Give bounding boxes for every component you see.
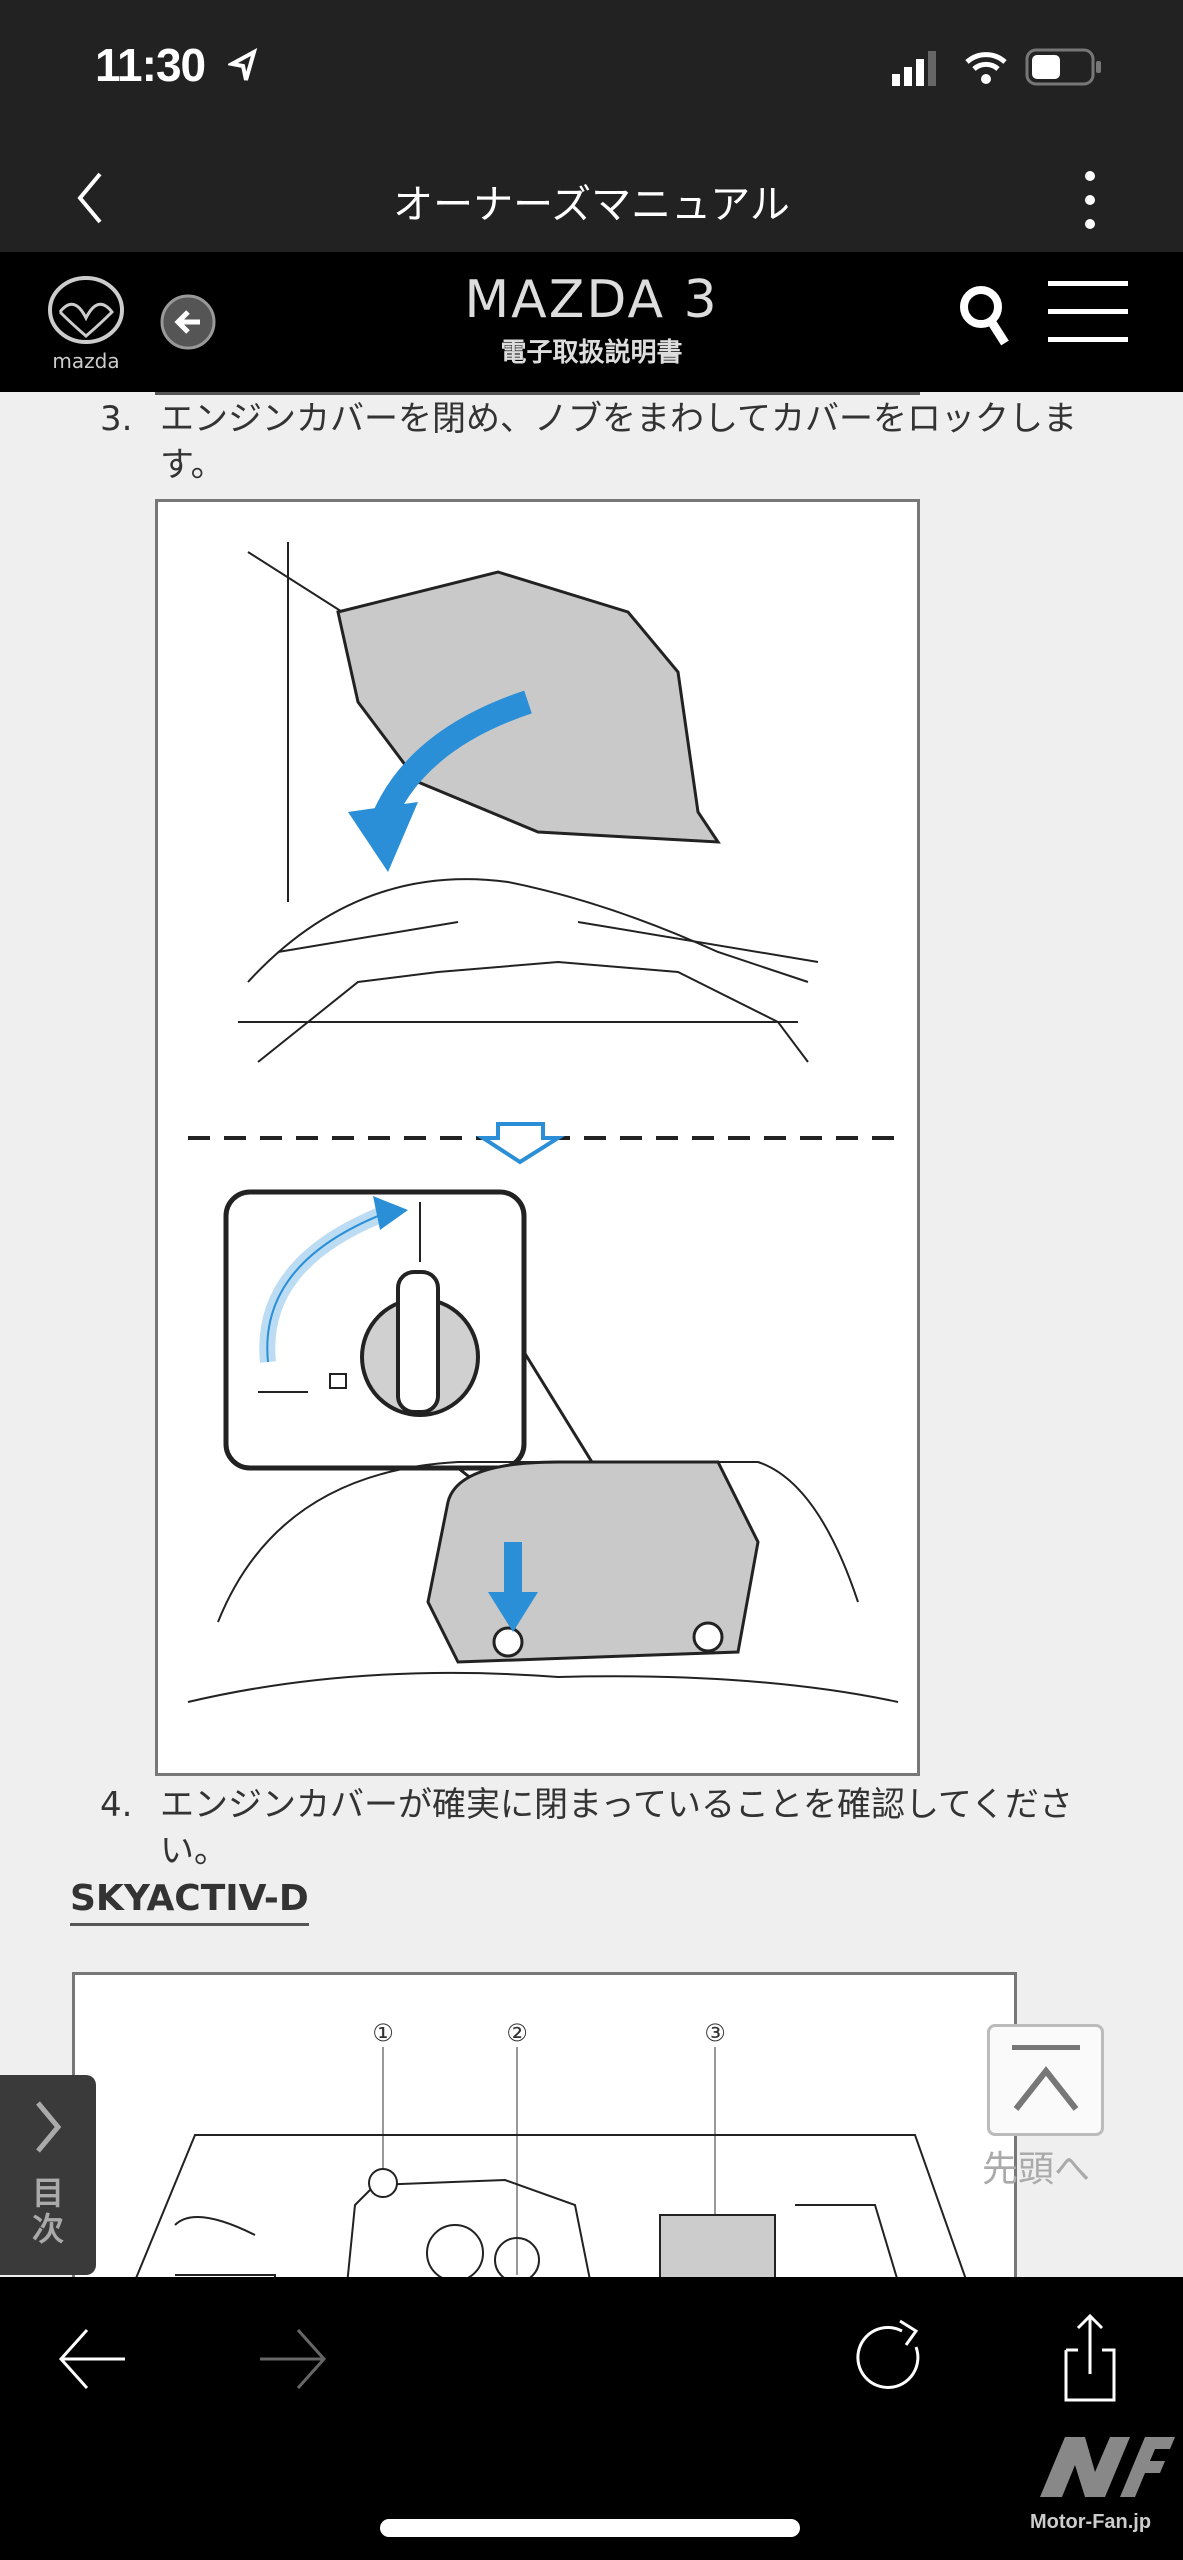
app-bar: オーナーズマニュアル — [0, 150, 1183, 252]
home-indicator — [380, 2519, 800, 2537]
callout-3: ③ — [704, 2019, 726, 2047]
section-heading: SKYACTIV-D — [70, 1878, 309, 1926]
step-number: 4. — [100, 1785, 133, 1825]
browser-toolbar: Motor-Fan.jp — [0, 2277, 1183, 2560]
table-of-contents-tab[interactable]: 目次 — [0, 2075, 96, 2275]
forward-arrow-icon[interactable] — [255, 2322, 330, 2397]
chevron-right-icon — [36, 2101, 62, 2153]
status-time: 11:30 — [95, 39, 206, 91]
back-circle-icon[interactable] — [158, 292, 218, 352]
cellular-signal-icon — [892, 51, 936, 86]
callout-1: ① — [372, 2019, 394, 2047]
manual-subtitle: 電子取扱説明書 — [500, 338, 683, 368]
step-3: 3. エンジンカバーを閉め、ノブをまわしてカバーをロックします。 — [100, 396, 1080, 488]
svg-text:mazda: mazda — [52, 349, 119, 372]
location-arrow-icon — [228, 48, 258, 81]
callout-2: ② — [506, 2019, 528, 2047]
battery-icon — [1025, 48, 1101, 86]
more-options-icon[interactable] — [1080, 162, 1100, 232]
hamburger-menu-icon[interactable] — [1045, 277, 1130, 347]
watermark: Motor-Fan.jp — [1030, 2417, 1180, 2547]
watermark-text: Motor-Fan.jp — [1030, 2511, 1152, 2533]
wifi-icon — [965, 52, 1007, 84]
back-chevron-icon[interactable] — [70, 168, 110, 228]
app-title: オーナーズマニュアル — [393, 182, 790, 228]
step-text: エンジンカバーが確実に閉まっていることを確認してください。 — [160, 1785, 1073, 1871]
back-arrow-icon[interactable] — [55, 2322, 130, 2397]
reload-icon[interactable] — [850, 2317, 930, 2402]
mazda-logo: mazda — [48, 276, 124, 372]
step-text: エンジンカバーを閉め、ノブをまわしてカバーをロックします。 — [160, 399, 1077, 485]
manual-header: mazda MAZDA 3 電子取扱説明書 — [0, 252, 1183, 392]
scroll-to-top-label: 先頭へ — [982, 2149, 1091, 2190]
model-name: MAZDA 3 — [464, 270, 719, 330]
step-4: 4. エンジンカバーが確実に閉まっていることを確認してください。 — [100, 1782, 1080, 1874]
share-icon[interactable] — [1060, 2312, 1120, 2402]
search-icon[interactable] — [955, 277, 1015, 357]
arrow-to-top-icon — [1012, 2045, 1080, 2111]
toc-label: 目次 — [31, 2174, 64, 2248]
engine-cover-figure — [155, 499, 920, 1776]
scroll-to-top-button[interactable] — [987, 2024, 1104, 2136]
step-number: 3. — [100, 399, 133, 439]
engine-cover-illustration — [187, 542, 899, 1703]
motor-fan-logo — [1040, 2437, 1175, 2497]
divider — [155, 392, 920, 395]
status-bar: 11:30 — [0, 0, 1183, 150]
